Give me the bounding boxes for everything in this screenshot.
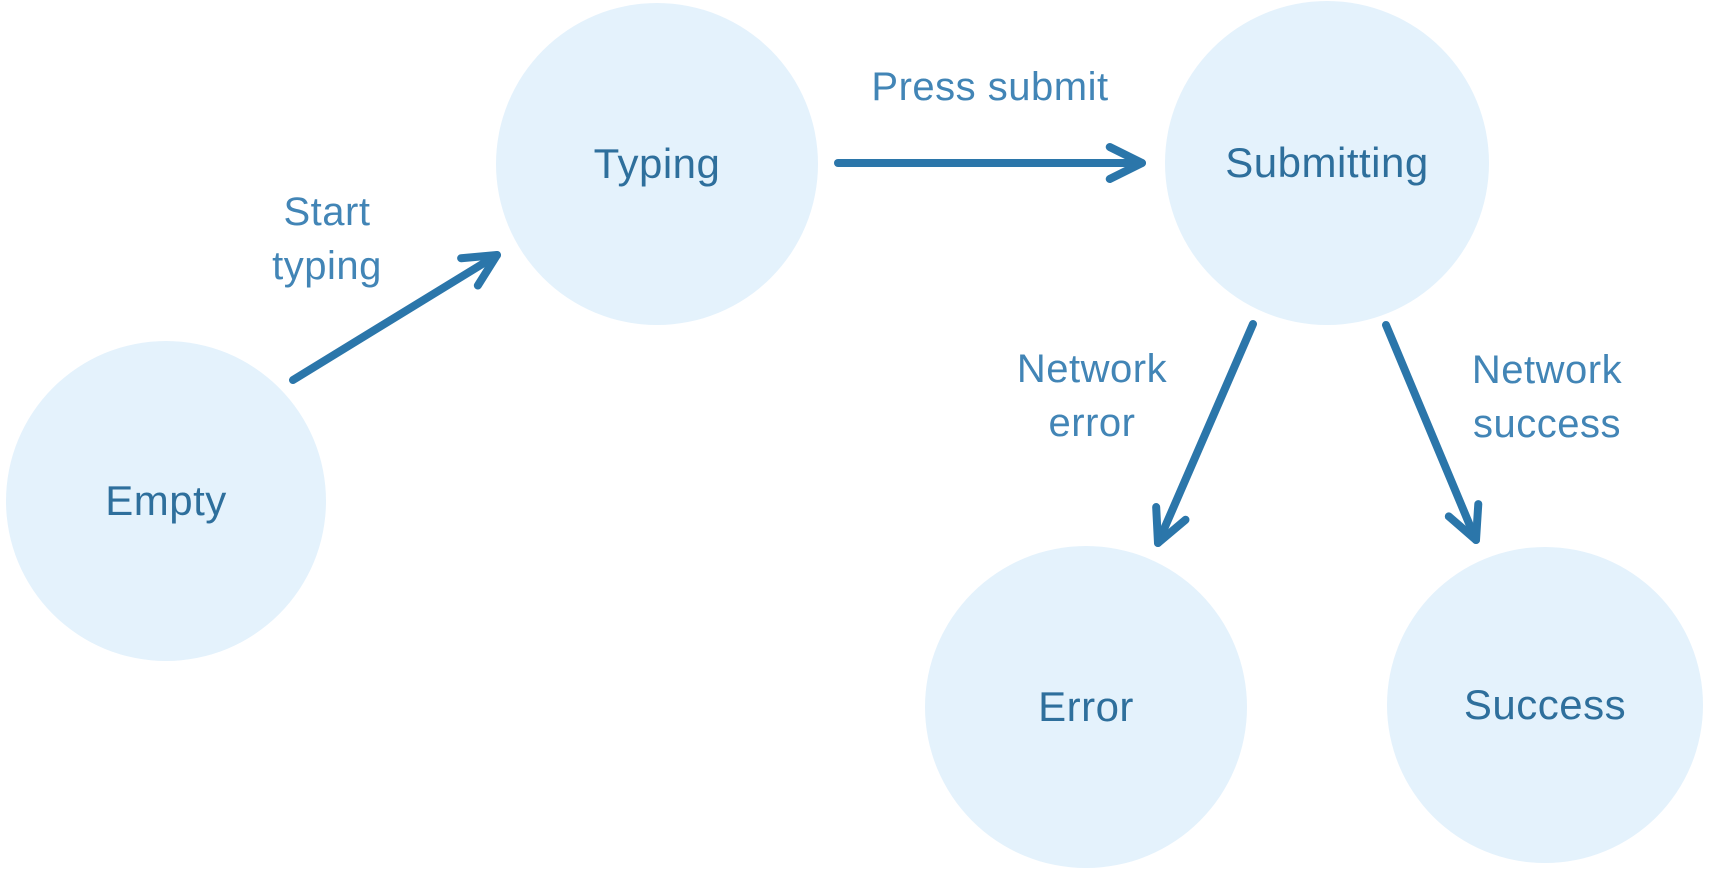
transition-label-line: Network (1016, 347, 1168, 391)
arrow-shaft (1382, 321, 1477, 535)
transition-arrow-network-success (1382, 321, 1483, 544)
arrowhead-icon (1154, 515, 1190, 547)
state-node-success: Success (1387, 547, 1703, 863)
arrowhead-icon (1444, 512, 1480, 544)
transition-arrow-start-typing (289, 251, 501, 384)
transition-label-line: Press submit (871, 65, 1109, 109)
transition-label-network-success: Network success (1472, 343, 1622, 451)
state-label-error: Error (1038, 683, 1134, 730)
state-label-typing: Typing (593, 140, 721, 187)
transition-label-line: error (1048, 401, 1136, 445)
arrowhead-icon (473, 251, 501, 290)
arrowhead-icon (457, 251, 501, 263)
state-node-typing: Typing (496, 3, 818, 325)
arrowhead-icon (1152, 503, 1162, 547)
arrow-shaft (289, 256, 493, 384)
arrowhead-icon (1105, 159, 1146, 183)
transition-label-line: typing (272, 244, 382, 288)
transition-label-line: Start (283, 190, 371, 234)
state-node-empty: Empty (6, 341, 326, 661)
transition-label-press-submit: Press submit (871, 60, 1108, 114)
transition-label-start-typing: Start typing (272, 185, 382, 293)
state-node-error: Error (925, 546, 1247, 868)
transition-label-line: Network (1471, 348, 1623, 392)
transition-label-line: success (1472, 402, 1621, 446)
transition-arrow-network-error (1152, 320, 1257, 547)
arrowhead-icon (1105, 143, 1146, 167)
state-node-submitting: Submitting (1165, 1, 1489, 325)
state-label-success: Success (1463, 681, 1627, 728)
arrowhead-icon (1472, 500, 1483, 544)
transition-label-network-error: Network error (1017, 342, 1167, 450)
state-label-submitting: Submitting (1225, 139, 1429, 186)
arrow-shaft (1157, 320, 1257, 538)
state-label-empty: Empty (105, 477, 227, 524)
transition-arrow-press-submit (834, 143, 1146, 183)
